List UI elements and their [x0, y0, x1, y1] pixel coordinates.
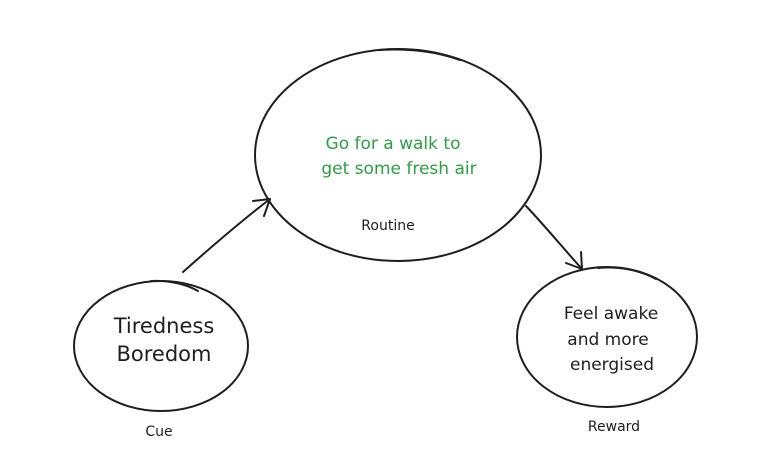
cue-text-line-1: Tiredness — [113, 314, 215, 338]
arrow-routine-to-reward-head — [565, 251, 583, 270]
reward-text-line-3: energised — [570, 355, 654, 375]
arrow-cue-to-routine-line — [182, 198, 271, 273]
arrow-routine-to-reward — [525, 205, 583, 270]
reward-text-line-1: Feel awake — [564, 304, 658, 324]
reward-circle-overlap — [597, 266, 657, 280]
arrow-cue-to-routine — [182, 198, 271, 273]
reward-node: Feel awake and more energised Reward — [516, 266, 698, 435]
cue-label: Cue — [145, 424, 172, 440]
cue-circle-overlap — [150, 279, 199, 292]
cue-node: Tiredness Boredom Cue — [73, 279, 249, 440]
arrow-routine-to-reward-line — [525, 205, 583, 270]
routine-node: Go for a walk to get some fresh air Rout… — [254, 48, 542, 262]
cue-text-line-2: Boredom — [117, 342, 212, 366]
routine-circle-overlap — [379, 48, 461, 61]
routine-label: Routine — [361, 218, 414, 234]
reward-label: Reward — [588, 419, 640, 435]
routine-text-line-2: get some fresh air — [321, 159, 476, 179]
reward-text-line-2: and more — [567, 330, 648, 350]
routine-text-line-1: Go for a walk to — [326, 134, 461, 154]
arrow-cue-to-routine-head — [252, 198, 271, 217]
